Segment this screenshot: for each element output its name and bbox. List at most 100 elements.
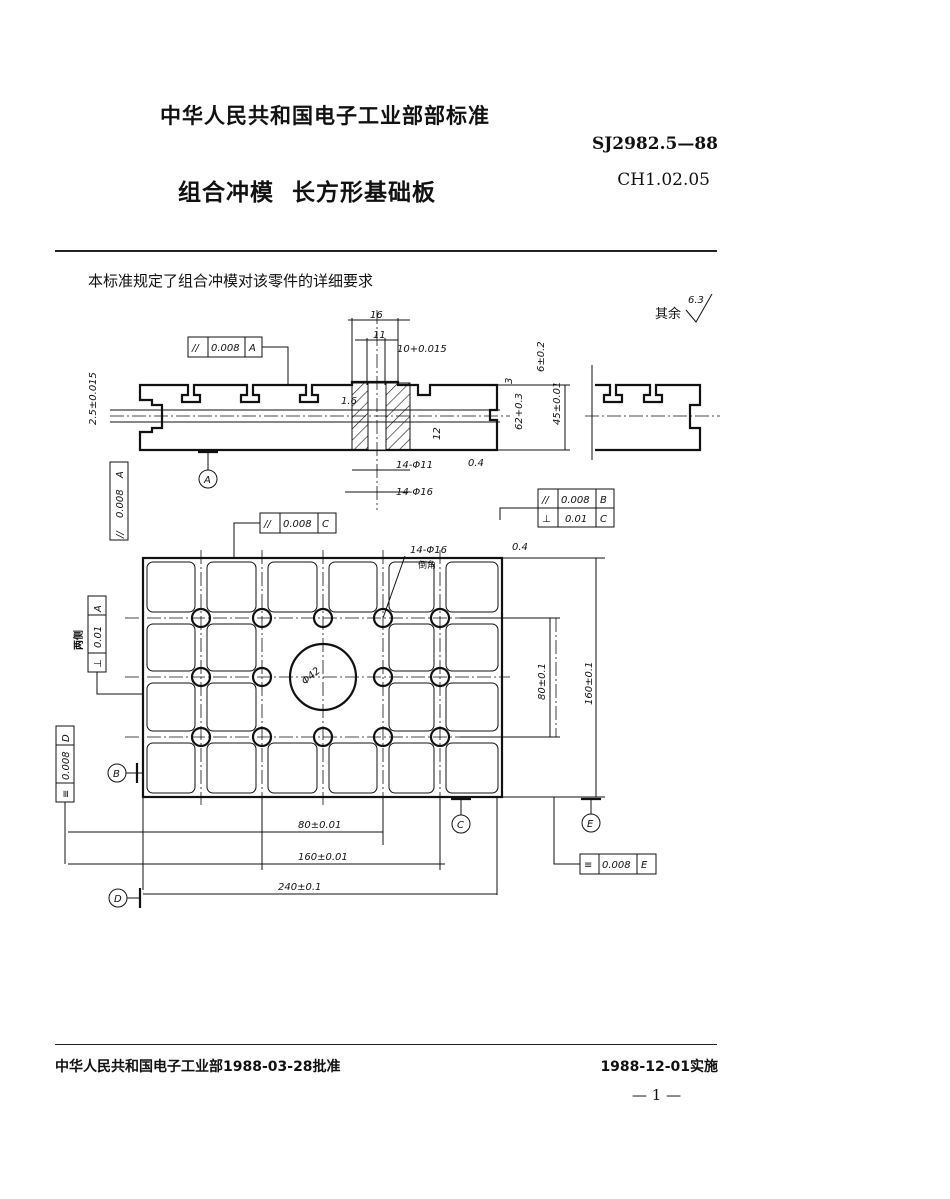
holes-11-label: 14-Φ11: [396, 460, 433, 471]
plate-pocket: [445, 682, 499, 732]
through-hole: [190, 726, 212, 748]
dim-45: 45±0.01: [552, 382, 563, 425]
tol-symbol: //: [263, 519, 272, 530]
plate-pocket: [328, 742, 378, 794]
through-hole: [190, 666, 212, 688]
section-view: 16 11 10+0.015 3 6±0.2 62+0.3 45±0.01 12…: [88, 310, 720, 541]
through-hole: [372, 726, 394, 748]
standard-number: SJ2982.5—88: [591, 134, 718, 154]
tol-datum: A: [248, 343, 256, 354]
plate-pocket: [146, 742, 196, 794]
dim-80-horizontal: 80±0.01: [298, 820, 341, 831]
datum-b-label: B: [113, 769, 120, 780]
footer-rule: [55, 1044, 717, 1045]
datum-d-label: D: [114, 894, 122, 905]
tol-symbol: //: [115, 530, 126, 539]
dim-10: 10+0.015: [397, 344, 447, 355]
through-hole: [251, 726, 273, 748]
effective-date: 1988-12-01实施: [600, 1059, 718, 1075]
tol-datum: E: [641, 860, 648, 871]
tol-frame-parallel-c: // 0.008 C: [233, 512, 337, 558]
roughness-04-plan: 0.4: [512, 542, 528, 553]
dim-3: 3: [504, 378, 515, 384]
plate-pocket: [445, 623, 499, 672]
tol-value: 0.008: [61, 751, 72, 780]
issuing-organization: 中华人民共和国电子工业部部标准: [160, 104, 490, 128]
tol-datum: A: [115, 471, 126, 479]
tol-symbol: ⊥: [93, 659, 104, 668]
center-hole-label: Φ42: [300, 666, 323, 688]
plate-pocket: [146, 623, 196, 672]
tol-symbol: ⊥: [542, 514, 551, 525]
through-hole: [372, 666, 394, 688]
through-hole: [251, 666, 273, 688]
plate-pocket: [445, 561, 499, 613]
intro-text: 本标准规定了组合冲模对该零件的详细要求: [88, 272, 374, 290]
dim-80-vertical: 80±0.1: [537, 663, 548, 700]
tol-symbol: ≡: [61, 790, 72, 798]
page-number: — 1 —: [632, 1086, 682, 1104]
tol-datum: B: [600, 495, 607, 506]
tol-frame-parallel-b-perp-c: // 0.008 B ⊥ 0.01 C: [499, 488, 615, 528]
tol-symbol: //: [191, 343, 200, 354]
tol-frame-sym-e: ≡ 0.008 E: [553, 797, 657, 875]
roughness-note: 其余: [655, 306, 681, 322]
dim-11: 11: [373, 330, 386, 341]
holes-note: 倒角: [418, 559, 436, 571]
through-hole: [190, 607, 212, 629]
side-detail: [595, 383, 702, 452]
tol-frame-perp-a: A 0.01 ⊥ 两侧: [72, 595, 143, 695]
datum-a-icon: [198, 469, 218, 489]
tol-value: 0.01: [565, 514, 587, 525]
plate-pocket: [267, 561, 318, 613]
through-hole: [372, 607, 394, 629]
tol-value: 0.008: [561, 495, 590, 506]
plate-pocket: [328, 561, 378, 613]
plate-pocket: [146, 682, 196, 732]
plate-pocket: [388, 561, 435, 613]
plate-pocket: [388, 682, 435, 732]
plate-pocket: [206, 742, 257, 794]
tol-datum: C: [600, 514, 607, 525]
datum-e-label: E: [587, 819, 594, 830]
datum-a-label: A: [203, 475, 211, 486]
plate-pocket: [388, 742, 435, 794]
classification-code: CH1.02.05: [617, 170, 710, 190]
tol-frame-parallel-a-side: [109, 461, 129, 541]
tol-datum: D: [61, 734, 72, 742]
tol-symbol: //: [541, 495, 550, 506]
tol-value: 0.01: [93, 626, 104, 648]
holes-16-label: 14-Φ16: [396, 487, 433, 498]
tol-value: 0.008: [115, 489, 126, 518]
tol-symbol: ≡: [584, 860, 592, 871]
plate-pocket: [206, 682, 257, 732]
tol-note: 两侧: [72, 630, 85, 650]
holes-label: 14-Φ16: [410, 545, 447, 556]
header-rule: [55, 250, 717, 252]
title-part1: 组合冲模: [178, 180, 274, 206]
plate-pocket: [206, 561, 257, 613]
dim-62: 62+0.3: [514, 393, 525, 430]
tol-value: 0.008: [602, 860, 631, 871]
roughness-default: 6.3: [688, 295, 704, 306]
through-hole: [312, 726, 334, 748]
plan-view: Φ42 80±0.1 160±0.1 80±0.01 160±0.01 240±…: [55, 488, 657, 908]
dim-6: 6±0.2: [536, 341, 547, 372]
tol-datum: A: [93, 605, 104, 613]
dim-16: 16: [370, 310, 383, 321]
datum-c-label: C: [457, 820, 464, 831]
through-hole: [429, 607, 451, 629]
plate-pocket: [388, 623, 435, 672]
dim-spacer: 2.5±0.015: [88, 372, 99, 425]
roughness-04-bottom: 0.4: [468, 458, 484, 469]
roughness-symbol-icon: [685, 293, 713, 323]
tol-value: 0.008: [211, 343, 240, 354]
through-hole: [312, 607, 334, 629]
dim-12: 12: [432, 427, 443, 440]
title-part2: 长方形基础板: [292, 180, 436, 206]
plate-pocket: [267, 742, 318, 794]
plate-pocket: [445, 742, 499, 794]
dim-240: 240±0.1: [278, 882, 321, 893]
plate-pocket: [146, 561, 196, 613]
